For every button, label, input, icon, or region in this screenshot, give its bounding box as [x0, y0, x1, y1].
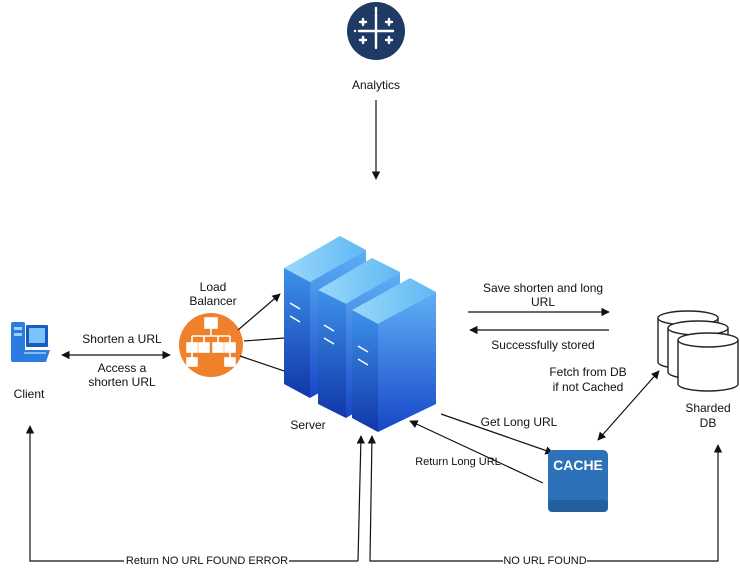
tableau-cross-icon — [353, 6, 395, 50]
access-url-label-line2: shorten URL — [88, 375, 156, 389]
db-to-server-no-url-line — [367, 435, 723, 562]
client-node: Client — [11, 322, 50, 401]
sharded-db-label-line1: Sharded — [685, 401, 730, 415]
return-long-url-label: Return Long URL — [415, 456, 501, 468]
analytics-label: Analytics — [352, 78, 400, 92]
server-label: Server — [290, 418, 325, 432]
return-no-url-error-label: Return NO URL FOUND ERROR — [126, 555, 288, 567]
server-icon-3 — [352, 278, 436, 432]
successfully-stored-label: Successfully stored — [491, 338, 594, 352]
lb-to-server1-arrow — [237, 293, 281, 331]
cache-db-bidirectional-arrow — [597, 370, 660, 441]
sharded-db-label-line2: DB — [700, 416, 717, 430]
fetch-label-line2: if not Cached — [553, 380, 624, 394]
cache-label: CACHE — [553, 457, 603, 473]
load-balancer-label-line2: Balancer — [189, 294, 236, 308]
load-balancer-label-line1: Load — [200, 280, 227, 294]
cache-to-server-arrow — [409, 420, 544, 484]
shorten-url-label: Shorten a URL — [82, 332, 162, 346]
client-label: Client — [14, 387, 45, 401]
save-label-line2: URL — [531, 295, 555, 309]
cache-icon — [548, 450, 608, 512]
server-to-client-error-line — [25, 425, 358, 562]
sharded-db-node: Sharded DB — [657, 310, 739, 430]
cache-node: CACHE — [548, 450, 608, 512]
server-node: Server — [284, 236, 436, 432]
access-url-label-line1: Access a — [98, 361, 147, 375]
computer-icon — [11, 322, 50, 362]
fetch-label-line1: Fetch from DB — [549, 365, 626, 379]
hierarchy-icon — [186, 317, 236, 367]
database-icon — [657, 310, 739, 392]
server-error-up-arrow — [356, 435, 366, 562]
analytics-node: Analytics — [347, 2, 405, 92]
load-balancer-node: Load Balancer — [179, 280, 243, 377]
get-long-url-label: Get Long URL — [481, 415, 558, 429]
save-label-line1: Save shorten and long — [483, 281, 603, 295]
no-url-found-label: NO URL FOUND — [503, 555, 586, 567]
